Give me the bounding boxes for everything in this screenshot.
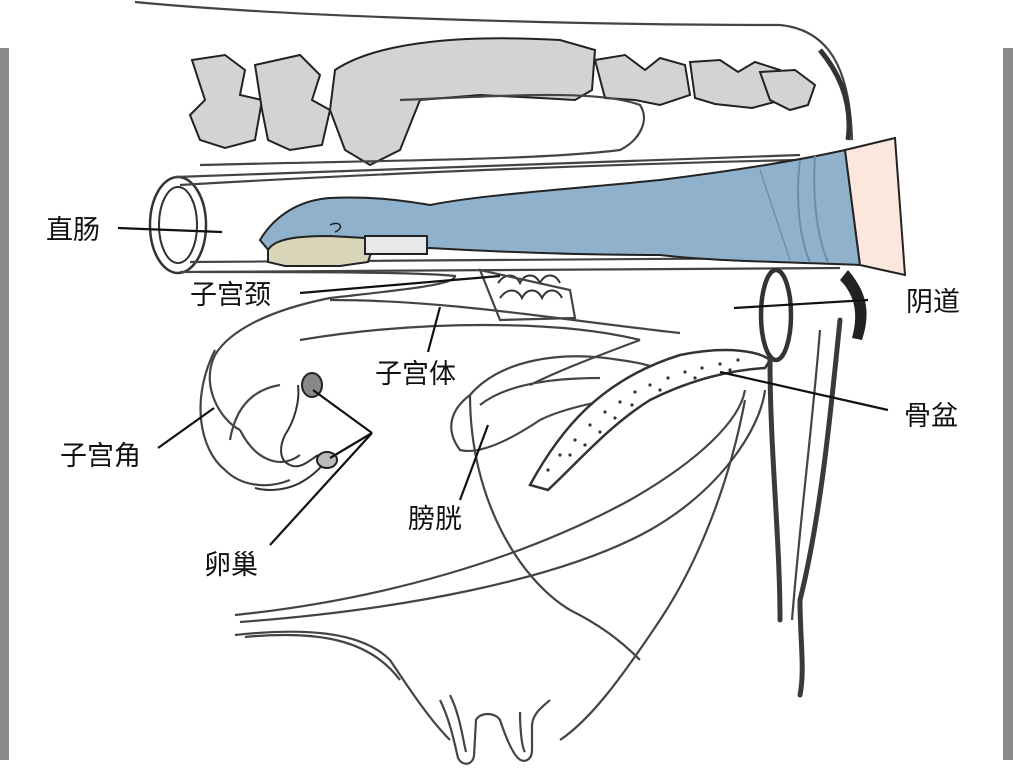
right-edge-bar (1003, 48, 1013, 760)
left-edge-bar (0, 48, 9, 760)
label-pelvis: 骨盆 (904, 401, 958, 432)
label-ovary: 卵巢 (204, 550, 258, 581)
udder-teats (439, 694, 551, 765)
label-uterine-horn: 子宫角 (60, 441, 141, 472)
label-cervix: 子宫颈 (190, 280, 271, 311)
leader-lines (117, 226, 889, 546)
label-rectum: 直肠 (46, 215, 100, 246)
uterus (199, 270, 681, 487)
pelvic-bone (528, 348, 772, 492)
cervical-rings (478, 268, 577, 322)
tail-base-line (818, 48, 852, 141)
ultrasound-probe (267, 234, 428, 267)
body-outlines (234, 317, 843, 741)
vaginal-ring (758, 267, 794, 363)
peritoneum-loop (199, 93, 646, 167)
label-bladder: 膀胱 (408, 504, 462, 535)
label-uterine-body: 子宫体 (375, 359, 456, 390)
vertebrae-bones (188, 37, 817, 167)
label-vagina: 阴道 (906, 287, 960, 318)
ovaries (254, 372, 338, 491)
vulva-lip (840, 270, 867, 340)
back-outline (134, 0, 854, 141)
